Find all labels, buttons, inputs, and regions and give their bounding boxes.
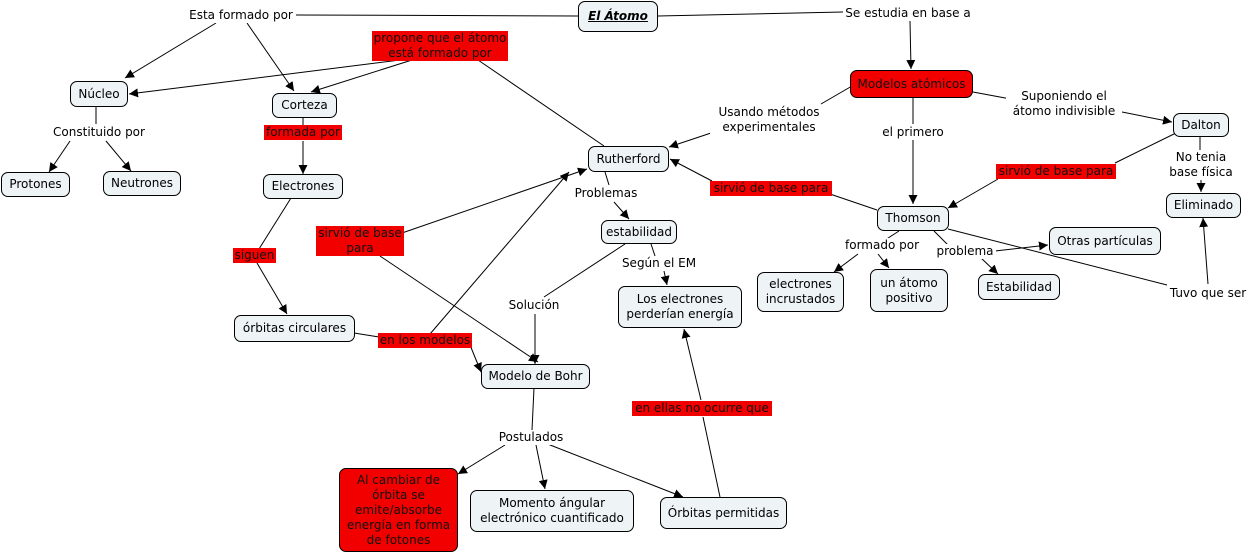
node-thomson[interactable]: Thomson — [877, 206, 949, 231]
label-propone: propone que el átomo está formado por — [372, 31, 508, 61]
node-modelo-de-bohr[interactable]: Modelo de Bohr — [481, 364, 590, 389]
label-se-estudia-en-base-a: Se estudia en base a — [843, 6, 973, 21]
node-otras-particulas[interactable]: Otras partículas — [1049, 227, 1161, 255]
label-no-tenia-base-fisica: No tenia base física — [1163, 150, 1239, 180]
label-formado-por: formado por — [842, 238, 922, 253]
node-estabilidad[interactable]: estabilidad — [601, 220, 677, 244]
label-segun-el-em: Según el EM — [620, 256, 698, 271]
label-solucion: Solución — [505, 298, 563, 313]
label-postulados: Postulados — [496, 430, 566, 445]
node-neutrones[interactable]: Neutrones — [103, 171, 181, 196]
node-nucleo[interactable]: Núcleo — [70, 81, 128, 107]
node-modelos-atomicos[interactable]: Modelos atómicos — [850, 70, 973, 98]
node-orbitas-circulares[interactable]: órbitas circulares — [234, 315, 355, 342]
label-sirvio-de-base-para-left: sirvió de base para — [316, 226, 404, 256]
node-momento-angular[interactable]: Momento ángular electrónico cuantificado — [470, 490, 634, 532]
node-el-atomo[interactable]: El Átomo — [578, 1, 658, 32]
node-eliminado[interactable]: Eliminado — [1166, 193, 1241, 218]
label-siguen: siguen — [233, 248, 276, 263]
node-al-cambiar-de-orbita[interactable]: Al cambiar de órbita se emite/absorbe en… — [339, 468, 458, 552]
label-problemas: Problemas — [573, 186, 639, 201]
label-el-primero: el primero — [878, 125, 948, 140]
label-problema: problema — [934, 244, 996, 259]
label-en-los-modelos: en los modelos — [378, 333, 472, 348]
label-usando-metodos: Usando métodos experimentales — [710, 105, 828, 135]
node-corteza[interactable]: Corteza — [272, 93, 337, 118]
label-suponiendo: Suponiendo el átomo indivisible — [1006, 89, 1122, 119]
label-tuvo-que-ser: Tuvo que ser — [1166, 286, 1250, 301]
label-esta-formado-por: Esta formado por — [186, 8, 296, 23]
label-sirvio-de-base-para-dalton: sirvió de base para — [996, 164, 1116, 179]
label-sirvio-de-base-para-thomson: sirvió de base para — [710, 181, 832, 196]
label-en-ellas-no-ocurre-que: en ellas no ocurre que — [632, 401, 772, 416]
node-un-atomo-positivo[interactable]: un átomo positivo — [870, 269, 948, 312]
node-electrones-incrustados[interactable]: electrones incrustados — [757, 272, 844, 312]
label-constituido-por: Constituido por — [50, 125, 148, 140]
node-los-electrones-perderian[interactable]: Los electrones perderían energía — [618, 286, 742, 328]
node-orbitas-permitidas[interactable]: Órbitas permitidas — [660, 497, 787, 529]
node-dalton[interactable]: Dalton — [1173, 113, 1229, 137]
node-rutherford[interactable]: Rutherford — [588, 146, 669, 172]
label-formada-por: formada por — [264, 125, 342, 140]
node-protones[interactable]: Protones — [1, 172, 70, 197]
node-estabilidad-thomson[interactable]: Estabilidad — [978, 274, 1060, 300]
node-electrones[interactable]: Electrones — [263, 174, 343, 199]
